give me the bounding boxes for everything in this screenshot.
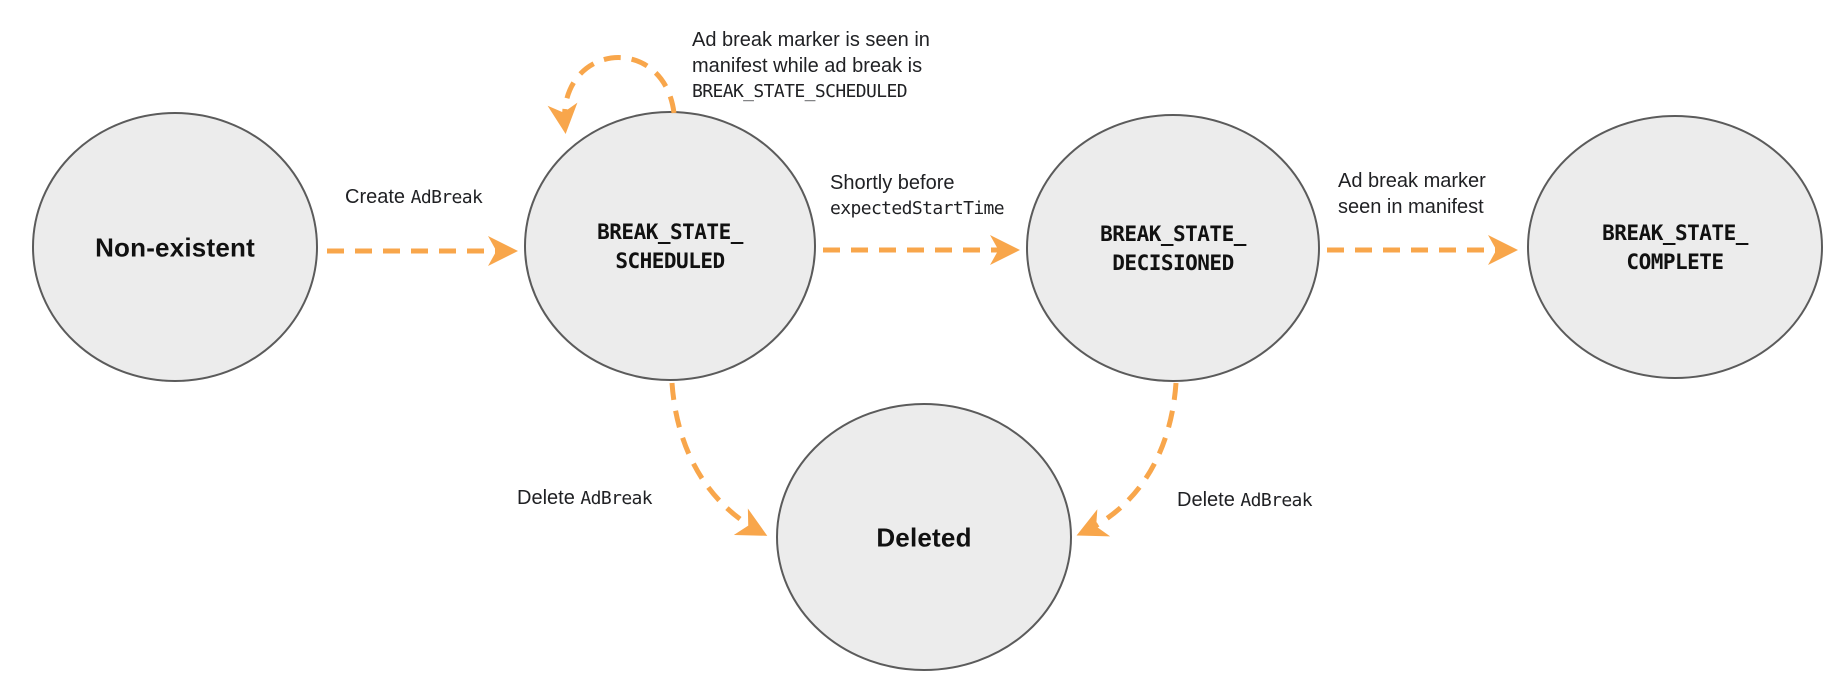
edge-label-text: Ad break marker [1338, 170, 1486, 192]
state-label-line: BREAK_STATE_ [597, 220, 743, 244]
edge-label-text: Delete [517, 487, 581, 509]
state-label-line: BREAK_STATE_ [1100, 222, 1246, 246]
state-circle-non-existent [32, 112, 318, 382]
edge-label-text: manifest while ad break is [692, 55, 923, 77]
edge-label-code: expectedStartTime [830, 198, 1005, 219]
edge-label-text: Shortly before [830, 172, 955, 194]
state-label-deleted: Deleted [876, 522, 972, 553]
state-circle-decisioned [1026, 114, 1320, 382]
state-label-decisioned: BREAK_STATE_ DECISIONED [1100, 220, 1246, 278]
state-label-line: BREAK_STATE_ [1602, 221, 1748, 245]
state-circle-deleted [776, 403, 1072, 671]
transition-arrow-self-loop [547, 55, 677, 134]
transition-arrow-delete-right [1076, 382, 1179, 537]
edge-label-text: Ad break marker is seen in [692, 29, 930, 51]
edge-label-shortly-before: Shortly before expectedStartTime [830, 170, 1005, 222]
edge-label-delete-adbreak-left: Delete AdBreak [517, 485, 653, 512]
edge-label-self-loop: Ad break marker is seen in manifest whil… [692, 27, 930, 105]
edge-label-code: AdBreak [1240, 490, 1313, 511]
edge-label-code: AdBreak [580, 488, 653, 509]
state-label-line: COMPLETE [1626, 250, 1724, 274]
state-label-line: DECISIONED [1112, 251, 1234, 275]
state-circle-scheduled [524, 111, 816, 381]
edge-label-code: AdBreak [410, 187, 483, 208]
state-label-complete: BREAK_STATE_ COMPLETE [1602, 219, 1748, 277]
edge-label-create-adbreak: Create AdBreak [345, 184, 483, 211]
edge-label-code: BREAK_STATE_SCHEDULED [692, 81, 908, 102]
transition-arrow-delete-left [669, 382, 768, 536]
edge-label-text: Delete [1177, 489, 1241, 511]
edge-label-text: seen in manifest [1338, 196, 1484, 218]
state-label-line: SCHEDULED [615, 249, 725, 273]
state-label-non-existent: Non-existent [95, 232, 255, 263]
state-label-scheduled: BREAK_STATE_ SCHEDULED [597, 218, 743, 276]
state-circle-complete [1527, 115, 1823, 379]
edge-label-marker-seen: Ad break marker seen in manifest [1338, 168, 1486, 220]
edge-label-delete-adbreak-right: Delete AdBreak [1177, 487, 1313, 514]
edge-label-text: Create [345, 186, 411, 208]
